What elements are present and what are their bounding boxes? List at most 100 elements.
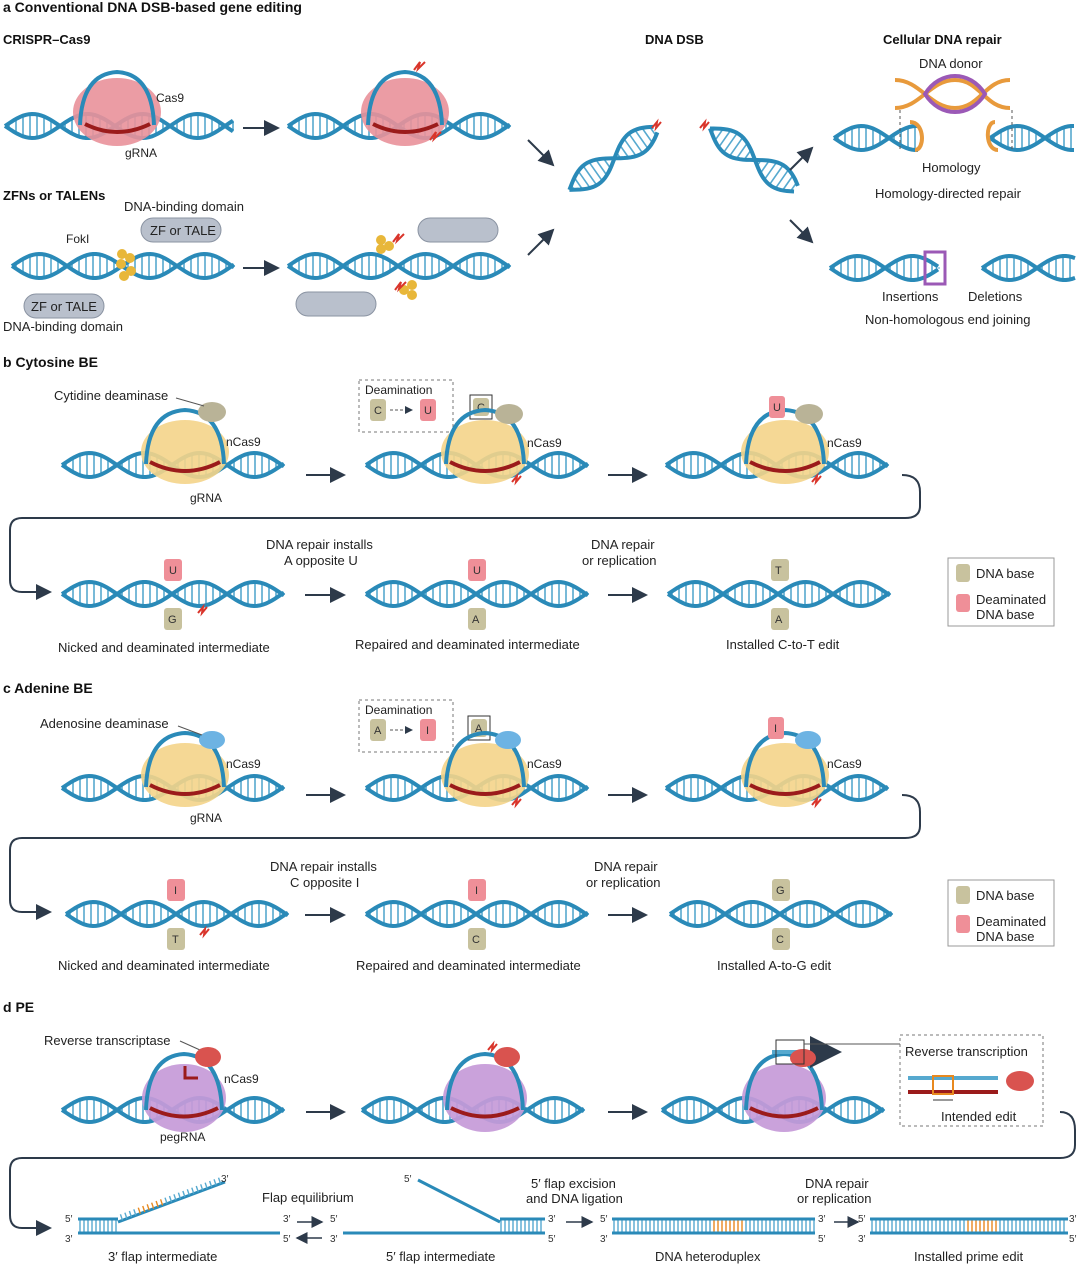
- end-label: 5′: [818, 1234, 826, 1245]
- cut-mark: [413, 61, 426, 73]
- foki-domain: [116, 249, 136, 281]
- zfn-title: ZFNs or TALENs: [3, 188, 105, 203]
- pegrna-label: pegRNA: [160, 1130, 205, 1144]
- panel-a: a Conventional DNA DSB-based gene editin…: [3, 0, 1076, 334]
- flow-connector: [9, 1111, 1076, 1236]
- arrow: [527, 228, 555, 256]
- cut-mark: [699, 118, 710, 132]
- end-label: 3′: [818, 1214, 826, 1225]
- base-letter: I: [475, 885, 478, 897]
- dna-broken-end-left: [567, 124, 660, 192]
- base-letter: T: [775, 565, 782, 577]
- base-letter: C: [776, 934, 784, 946]
- panel-b-header: b Cytosine BE: [3, 354, 98, 370]
- repair-or-text: DNA repair: [805, 1176, 869, 1191]
- legend: DNA base Deaminated DNA base: [947, 557, 1055, 627]
- ncas9-label: nCas9: [527, 436, 562, 450]
- deamination-box: [358, 699, 454, 753]
- base-letter: I: [774, 723, 777, 735]
- intended-edit-label: Intended edit: [941, 1109, 1017, 1124]
- end-label: 5′: [600, 1214, 608, 1225]
- base-letter: C: [374, 405, 382, 417]
- ladder-5prime-flap: [343, 1178, 545, 1235]
- repair-opposite-text: C opposite I: [290, 875, 359, 890]
- flow-connector: [9, 794, 921, 920]
- excision-label-2: and DNA ligation: [526, 1191, 623, 1206]
- end-label: 5′: [548, 1234, 556, 1245]
- rt-label: Reverse transcriptase: [44, 1033, 170, 1048]
- end-label: 3′: [221, 1174, 229, 1185]
- reverse-transcriptase: [790, 1049, 816, 1067]
- repair-installs-text: DNA repair installs: [266, 537, 373, 552]
- base-letter: C: [477, 402, 485, 414]
- insertion-mark: [923, 250, 947, 286]
- nick-mark: [511, 795, 522, 809]
- end-label: 3′: [330, 1234, 338, 1245]
- end-label: 5′: [1069, 1234, 1077, 1245]
- dna-helix: [666, 579, 892, 609]
- repair-replication-text: or replication: [586, 875, 660, 890]
- end-label: 3′: [600, 1234, 608, 1245]
- ncas9-complex: [141, 730, 229, 807]
- cut-mark: [394, 281, 407, 293]
- repair-or-text: DNA repair: [591, 537, 655, 552]
- end-label: 5′: [404, 1174, 412, 1185]
- ncas9-complex: [441, 730, 529, 807]
- dna-helix: [60, 579, 286, 609]
- end-label: 5′: [858, 1214, 866, 1225]
- flow-connector: [9, 474, 921, 600]
- dna-broken-end-right: [708, 126, 800, 194]
- cas9-label: Cas9: [156, 91, 184, 105]
- cut-mark: [429, 131, 442, 143]
- legend-deaminated-1: Deaminated: [976, 914, 1046, 929]
- cut-mark: [392, 233, 405, 245]
- deletions-label: Deletions: [968, 289, 1023, 304]
- end-label: 3′: [548, 1214, 556, 1225]
- dna-helix: [64, 899, 290, 929]
- base-letter: U: [169, 565, 177, 577]
- dsb-title: DNA DSB: [645, 32, 704, 47]
- dna-helix: [364, 579, 590, 609]
- cas9-complex: [73, 69, 161, 146]
- deamination-title: Deamination: [365, 703, 432, 717]
- caption-5prime-flap: 5′ flap intermediate: [386, 1249, 495, 1264]
- cas9-complex: [361, 69, 449, 146]
- nick-mark: [199, 925, 210, 939]
- end-label: 3′: [1069, 1214, 1077, 1225]
- nick-mark: [487, 1040, 498, 1054]
- cytidine-deaminase: [795, 404, 823, 424]
- cytidine-deaminase: [198, 402, 226, 422]
- caption-nicked: Nicked and deaminated intermediate: [58, 640, 270, 655]
- caption-repaired: Repaired and deaminated intermediate: [355, 637, 580, 652]
- base-letter: U: [473, 565, 481, 577]
- pe-complex: [443, 1051, 527, 1132]
- insertions-label: Insertions: [882, 289, 939, 304]
- end-label: 5′: [330, 1214, 338, 1225]
- ncas9-complex: [741, 730, 829, 807]
- foki-domain: [376, 235, 417, 300]
- base-letter: U: [424, 405, 432, 417]
- dbd-label-bottom: DNA-binding domain: [3, 319, 123, 334]
- grna-label: gRNA: [125, 146, 157, 160]
- grna-label: gRNA: [190, 811, 222, 825]
- dna-donor: [894, 74, 1011, 114]
- repair-title: Cellular DNA repair: [883, 32, 1002, 47]
- pe-complex: [742, 1051, 826, 1132]
- base-letter: A: [472, 614, 480, 626]
- base-letter: I: [174, 885, 177, 897]
- adenosine-deaminase: [495, 731, 521, 749]
- cytidine-deaminase-label: Cytidine deaminase: [54, 388, 168, 403]
- zf-box-1: ZF or TALE: [150, 223, 216, 238]
- dna-helix: [988, 123, 1074, 153]
- panel-b: b Cytosine BE Cytidine deaminase nCas9 g…: [3, 354, 1055, 655]
- caption-3prime-flap: 3′ flap intermediate: [108, 1249, 217, 1264]
- arrow: [789, 146, 814, 171]
- nick-mark: [811, 472, 822, 486]
- grna-label: gRNA: [190, 491, 222, 505]
- foki-label: FokI: [66, 232, 89, 246]
- panel-d: d PE Reverse transcriptase nCas9 pegRNA: [3, 999, 1077, 1264]
- caption-nicked: Nicked and deaminated intermediate: [58, 958, 270, 973]
- end-label: 3′: [283, 1214, 291, 1225]
- repair-replication-text: or replication: [797, 1191, 871, 1206]
- end-label: 5′: [65, 1214, 73, 1225]
